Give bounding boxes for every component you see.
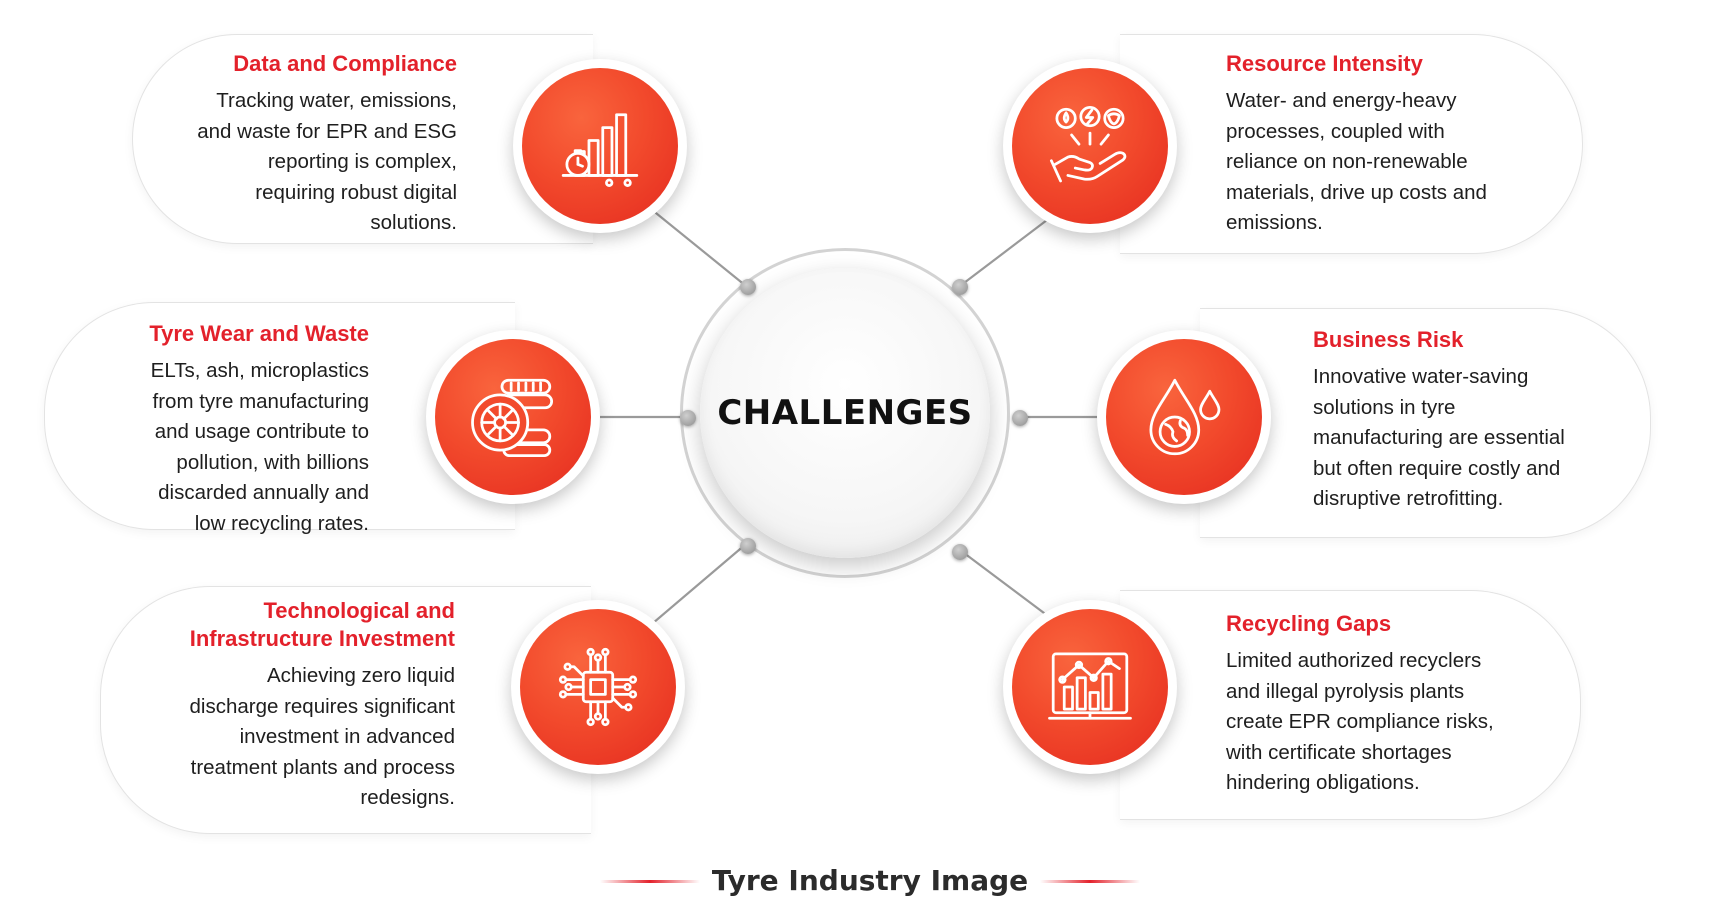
challenge-text-business-risk: Business Risk Innovative water-saving so… xyxy=(1313,326,1643,515)
challenge-description: Tracking water, emissions, and waste for… xyxy=(197,89,457,234)
challenge-text-tyre-wear: Tyre Wear and Waste ELTs, ash, microplas… xyxy=(49,320,369,539)
challenge-title: Data and Compliance xyxy=(233,51,457,76)
challenge-card-recycling-gaps xyxy=(1120,590,1581,820)
challenge-icon-circle-resource-intensity xyxy=(1003,59,1177,233)
center-hub: CHALLENGES xyxy=(700,268,990,558)
challenge-title: Recycling Gaps xyxy=(1226,611,1392,636)
challenge-icon-circle-technology-investment xyxy=(511,600,685,774)
challenge-text-data-compliance: Data and Compliance Tracking water, emis… xyxy=(127,50,457,239)
challenge-title: Business Risk xyxy=(1313,327,1464,352)
challenge-description: ELTs, ash, microplastics from tyre manuf… xyxy=(150,359,369,535)
footer-line-left xyxy=(600,880,700,883)
challenge-title: Tyre Wear and Waste xyxy=(149,321,369,346)
challenge-text-technology-investment: Technological and Infrastructure Investm… xyxy=(95,597,456,814)
challenge-icon-circle-business-risk xyxy=(1097,330,1271,504)
hand-resources-icon xyxy=(1049,105,1127,183)
challenge-title: Technological and Infrastructure Investm… xyxy=(189,598,455,651)
challenge-description: Innovative water-saving solutions in tyr… xyxy=(1313,365,1565,510)
bar-chart-stopwatch-icon xyxy=(561,113,639,187)
challenge-description: Water- and energy-heavy processes, coupl… xyxy=(1226,89,1487,234)
challenge-description: Achieving zero liquid discharge requires… xyxy=(189,664,456,809)
microchip-icon xyxy=(558,647,638,727)
analytics-board-icon xyxy=(1048,652,1132,720)
connector-dot xyxy=(680,410,696,426)
challenge-icon-circle-recycling-gaps xyxy=(1003,600,1177,774)
challenge-card-resource-intensity xyxy=(1120,34,1583,254)
water-drop-globe-icon xyxy=(1149,378,1221,456)
footer: Tyre Industry Image xyxy=(0,862,1714,902)
connector-dot xyxy=(952,544,968,560)
challenge-icon-circle-tyre-wear xyxy=(426,330,600,504)
tyre-stack-icon xyxy=(471,378,554,458)
challenge-title: Resource Intensity xyxy=(1226,51,1423,76)
connector-dot xyxy=(1012,410,1028,426)
footer-caption: Tyre Industry Image xyxy=(711,864,1029,897)
challenge-text-resource-intensity: Resource Intensity Water- and energy-hea… xyxy=(1226,50,1556,239)
footer-line-right xyxy=(1040,880,1140,883)
challenge-text-recycling-gaps: Recycling Gaps Limited authorized recycl… xyxy=(1226,610,1566,799)
challenge-card-business-risk xyxy=(1200,308,1651,538)
challenge-card-technology-investment xyxy=(100,586,591,834)
connector-dot xyxy=(740,538,756,554)
center-title: CHALLENGES xyxy=(717,393,973,433)
challenge-icon-circle-data-compliance xyxy=(513,59,687,233)
connector-dot xyxy=(952,279,968,295)
challenge-description: Limited authorized recyclers and illegal… xyxy=(1226,649,1494,794)
connector-dot xyxy=(740,279,756,295)
